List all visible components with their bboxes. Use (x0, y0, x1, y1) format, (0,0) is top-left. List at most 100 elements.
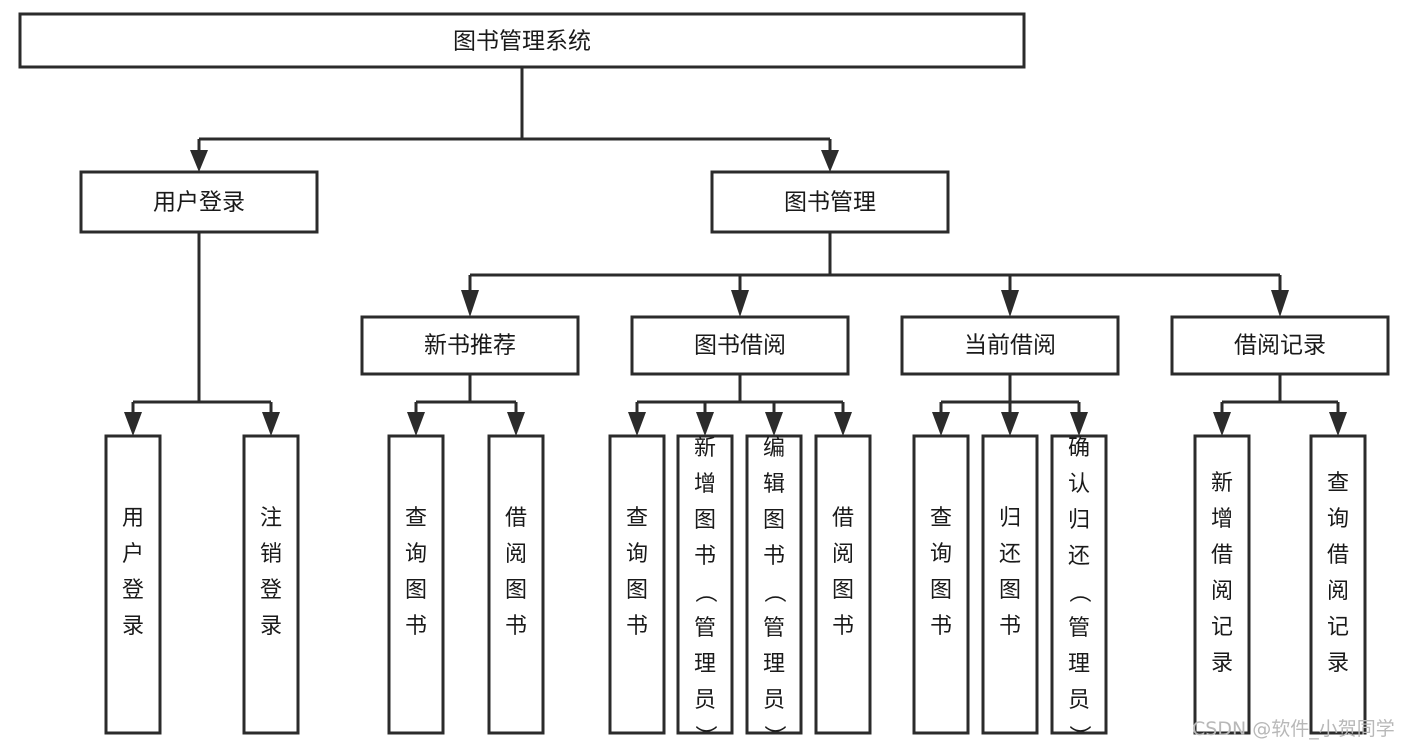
arrow-head-leaf-borrow-record-2 (1329, 412, 1347, 436)
vertical-label-char: 录 (260, 614, 282, 639)
vertical-label-char: 书 (999, 614, 1021, 639)
vertical-label-char: 辑 (763, 472, 785, 497)
leaf-borrow-record-1-box[interactable] (1193, 434, 1251, 735)
node-new-book-recommend-box[interactable] (360, 315, 580, 376)
vertical-label-char: 员 (1068, 688, 1090, 713)
arrow-head-leaf-borrow-record-1 (1213, 412, 1231, 436)
arrow-head-leaf-new-book-1 (407, 412, 425, 436)
leaf-node[interactable]: 用户登录 (104, 434, 162, 735)
node-book-management[interactable]: 图书管理 (710, 170, 950, 234)
leaf-new-book-2-box[interactable] (487, 434, 545, 735)
vertical-label-char: 员 (694, 688, 716, 713)
node-user-login-box[interactable] (79, 170, 319, 234)
vertical-label-char: 阅 (1211, 579, 1233, 604)
node-user-login[interactable]: 用户登录 (79, 170, 319, 234)
vertical-label-char: 借 (1327, 543, 1349, 568)
vertical-label-char: 图 (405, 578, 427, 603)
leaf-book-borrow-1-box[interactable] (608, 434, 666, 735)
node-book-management-label: 图书管理 (784, 190, 876, 216)
vertical-label-char: 查 (1327, 471, 1349, 496)
vertical-label-char: 还 (999, 542, 1021, 567)
vertical-label-char: 询 (626, 542, 648, 567)
vertical-label-char: 查 (930, 506, 952, 531)
vertical-label-char: 管 (1068, 616, 1090, 641)
node-current-borrow[interactable]: 当前借阅 (900, 315, 1120, 376)
vertical-label-char: ） (761, 725, 786, 747)
leaf-current-borrow-3-box[interactable] (1050, 434, 1108, 735)
node-new-book-recommend-label: 新书推荐 (424, 333, 516, 359)
node-book-borrow[interactable]: 图书借阅 (630, 315, 850, 376)
arrow-head-book-borrow (731, 290, 749, 317)
vertical-label-char: （ (1066, 581, 1091, 603)
arrow-head-book-manage (821, 150, 839, 172)
leaf-borrow-record-2-box[interactable] (1309, 434, 1367, 735)
vertical-label-char: 询 (405, 542, 427, 567)
vertical-label-char: 阅 (832, 542, 854, 567)
vertical-label-char: 图 (505, 578, 527, 603)
arrow-head-leaf-user-login-1 (124, 412, 142, 436)
vertical-label-char: 登 (122, 578, 144, 603)
leaf-current-borrow-2-box[interactable] (981, 434, 1039, 735)
vertical-label-char: 还 (1068, 544, 1090, 569)
leaf-user-login-1-box[interactable] (104, 434, 162, 735)
leaf-current-borrow-1-box[interactable] (912, 434, 970, 735)
node-borrow-record[interactable]: 借阅记录 (1170, 315, 1390, 376)
node-new-book-recommend[interactable]: 新书推荐 (360, 315, 580, 376)
arrow-head-leaf-user-login-2 (262, 412, 280, 436)
leaf-new-book-1-box[interactable] (387, 434, 445, 735)
vertical-label-char: 登 (260, 578, 282, 603)
vertical-label-char: 确 (1068, 436, 1090, 461)
node-borrow-record-box[interactable] (1170, 315, 1390, 376)
vertical-label-char: 图 (999, 578, 1021, 603)
node-book-borrow-box[interactable] (630, 315, 850, 376)
vertical-label-char: 借 (832, 506, 854, 531)
connector-layer (124, 67, 1347, 436)
arrow-head-leaf-current-borrow-1 (932, 412, 950, 436)
leaf-book-borrow-2-box[interactable] (676, 434, 734, 735)
leaf-book-borrow-3-box[interactable] (745, 434, 803, 735)
node-root-box[interactable] (18, 12, 1026, 69)
node-book-management-box[interactable] (710, 170, 950, 234)
vertical-label-char: 理 (763, 652, 785, 677)
vertical-label-char: ） (692, 725, 717, 747)
node-root-system[interactable]: 图书管理系统 (18, 12, 1026, 69)
vertical-label-char: 管 (763, 616, 785, 641)
vertical-label-char: 阅 (505, 542, 527, 567)
arrow-head-leaf-new-book-2 (507, 412, 525, 436)
vertical-label-char: 书 (405, 614, 427, 639)
vertical-label-char: 录 (1211, 651, 1233, 676)
vertical-label-char: 询 (1327, 507, 1349, 532)
vertical-label-char: 员 (763, 688, 785, 713)
vertical-label-char: 图 (626, 578, 648, 603)
leaf-book-borrow-4-box[interactable] (814, 434, 872, 735)
arrow-head-current-borrow (1001, 290, 1019, 317)
vertical-label-char: 新 (1211, 471, 1233, 496)
vertical-label-char: 查 (405, 506, 427, 531)
vertical-label-char: 新 (694, 436, 716, 461)
vertical-label-char: 记 (1211, 615, 1233, 640)
vertical-label-char: 记 (1327, 615, 1349, 640)
vertical-label-char: 认 (1068, 472, 1090, 497)
leaf-user-login-2-box[interactable] (242, 434, 300, 735)
node-current-borrow-box[interactable] (900, 315, 1120, 376)
arrow-head-leaf-book-borrow-2 (696, 412, 714, 436)
